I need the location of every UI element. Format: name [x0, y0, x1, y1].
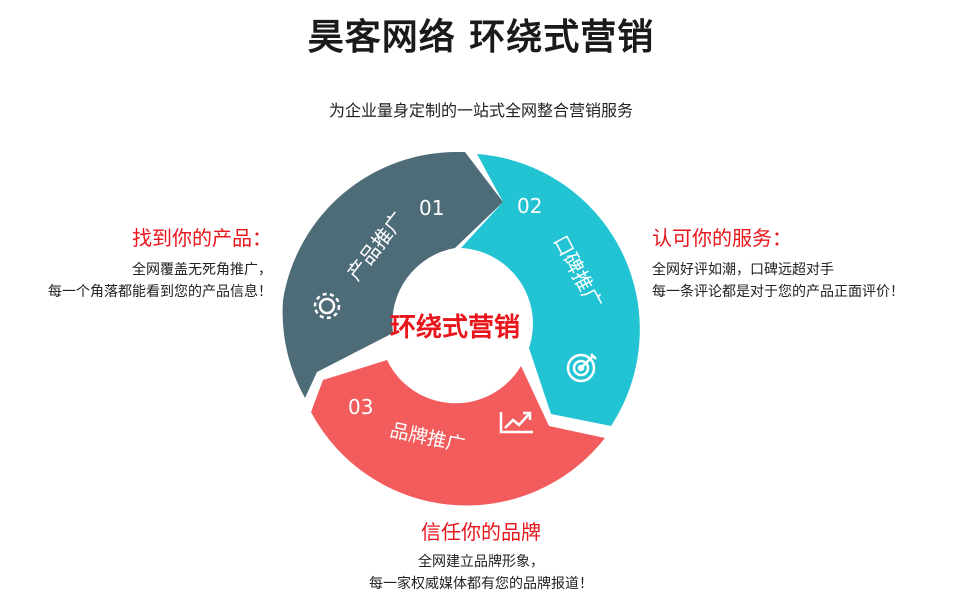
- segment-03-shape: [311, 360, 605, 506]
- left-block-line-1: 全网覆盖无死角推广，: [132, 262, 272, 278]
- bottom-block-line-1: 全网建立品牌形象，: [418, 554, 544, 570]
- right-text-block: 认可你的服务： 全网好评如潮，口碑远超对手 每一条评论都是对于您的产品正面评价！: [652, 222, 952, 303]
- right-block-line-1: 全网好评如潮，口碑远超对手: [652, 262, 834, 278]
- cycle-diagram: 01 产品推广 02 口碑推广 03 品牌推广 环绕式营销: [282, 151, 640, 506]
- center-label: 环绕式营销: [390, 312, 520, 343]
- right-block-line-2: 每一条评论都是对于您的产品正面评价！: [652, 284, 904, 300]
- growth-chart-icon: [499, 411, 533, 434]
- page-subtitle: 为企业量身定制的一站式全网整合营销服务: [328, 101, 633, 120]
- bottom-text-block: 信任你的品牌 全网建立品牌形象， 每一家权威媒体都有您的品牌报道！: [281, 516, 681, 595]
- target-icon: [566, 353, 597, 383]
- left-block-title: 找到你的产品：: [132, 226, 272, 250]
- segment-02-number: 02: [517, 194, 542, 218]
- left-text-block: 找到你的产品： 全网覆盖无死角推广， 每一个角落都能看到您的产品信息！: [0, 222, 272, 303]
- left-block-line-2: 每一个角落都能看到您的产品信息！: [48, 284, 272, 300]
- gear-icon: [313, 292, 341, 320]
- segment-01-shape: [282, 151, 503, 398]
- segment-03-number: 03: [348, 395, 373, 419]
- page-title: 昊客网络 环绕式营销: [307, 17, 655, 58]
- bottom-block-title: 信任你的品牌: [421, 520, 541, 544]
- right-block-title: 认可你的服务：: [652, 226, 792, 250]
- segment-01-number: 01: [419, 196, 444, 220]
- bottom-block-line-2: 每一家权威媒体都有您的品牌报道！: [369, 576, 593, 592]
